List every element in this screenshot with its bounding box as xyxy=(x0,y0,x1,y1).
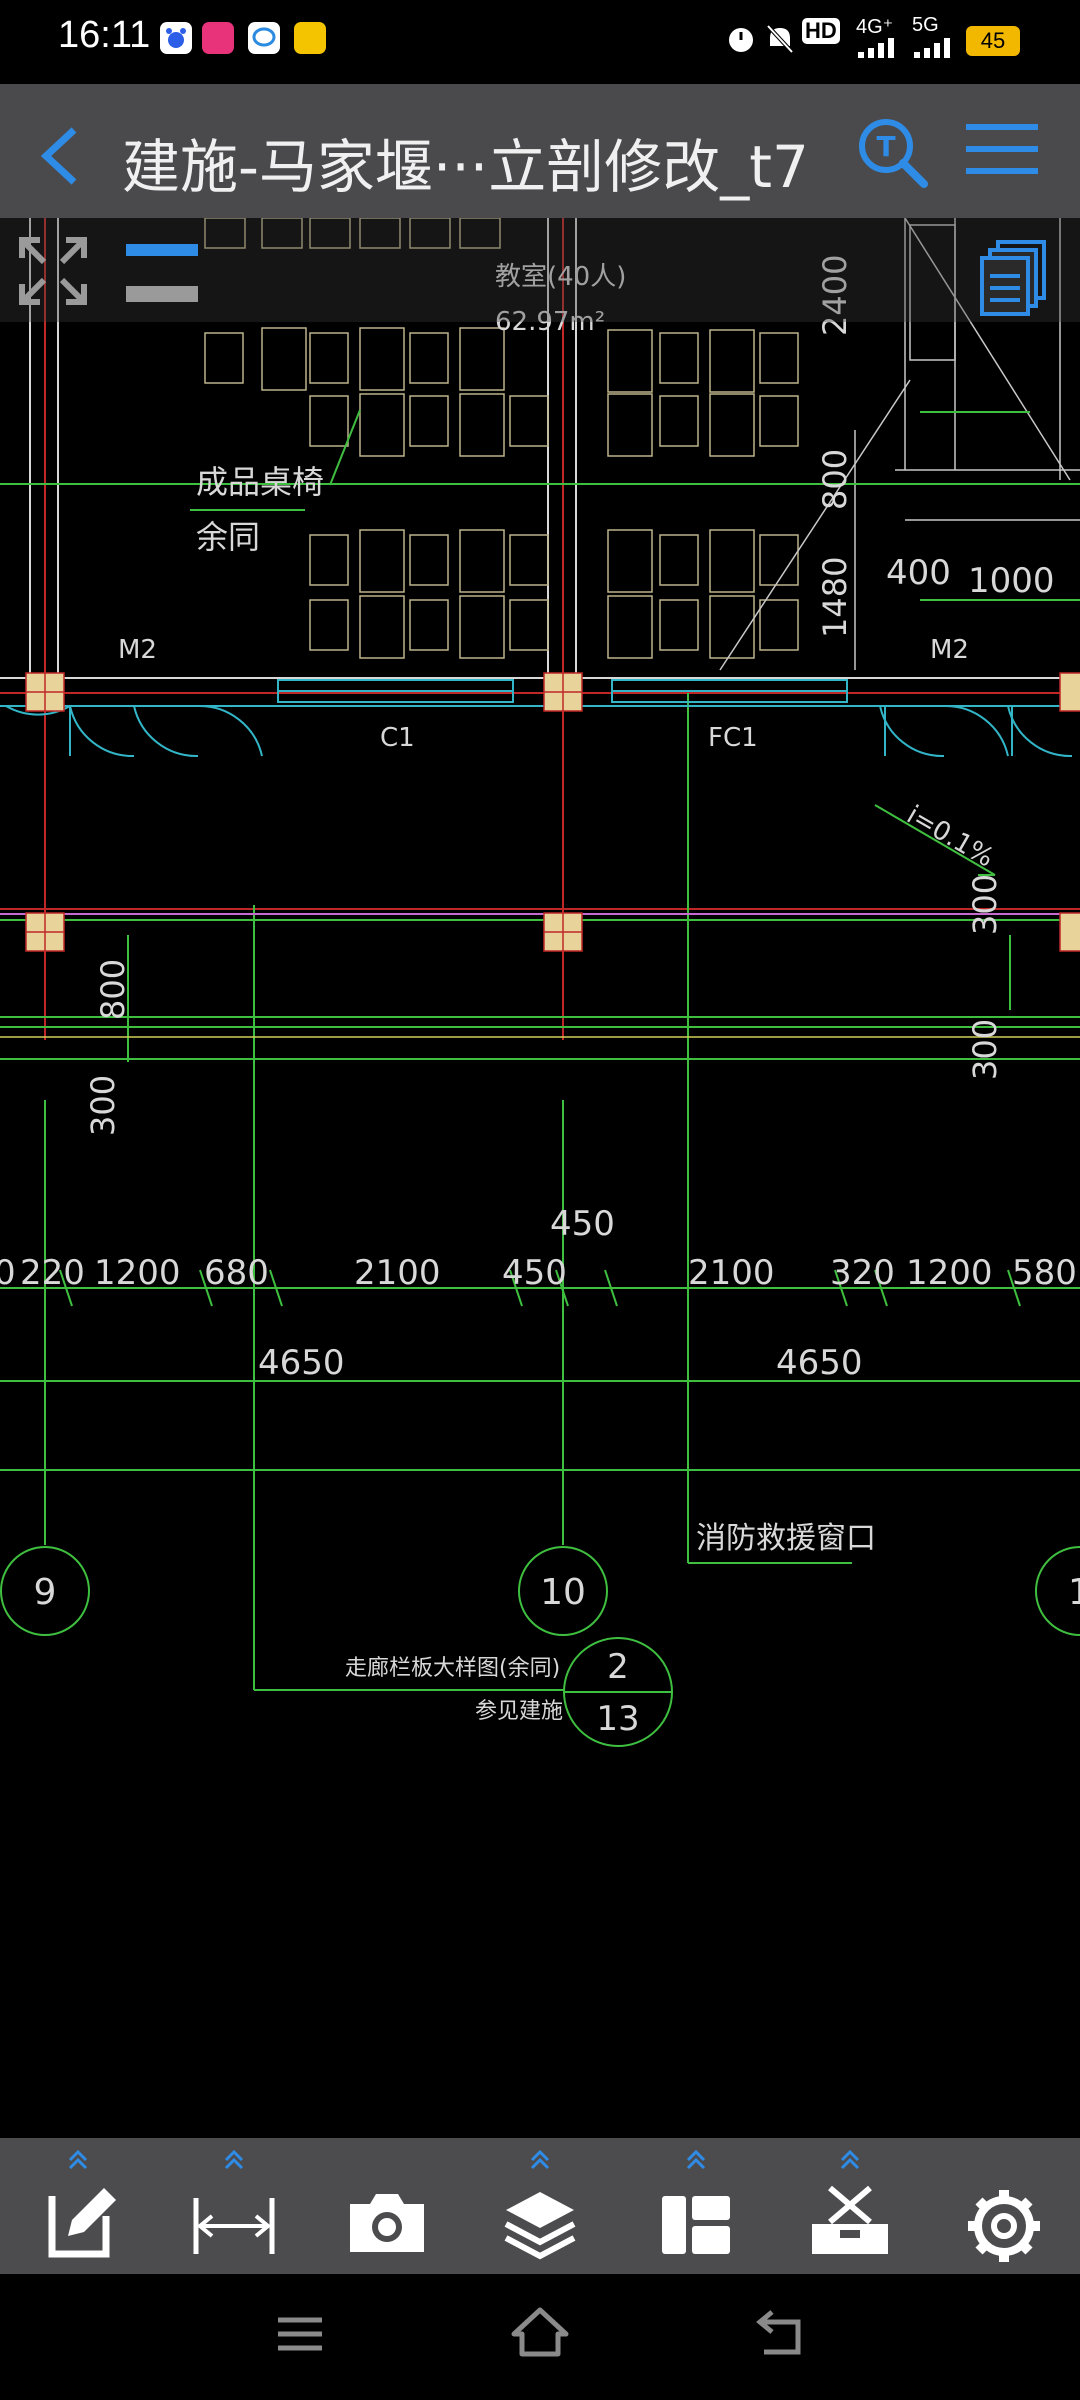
door-label-left: M2 xyxy=(118,635,157,665)
text-search-icon: T xyxy=(859,119,928,188)
edit-icon xyxy=(48,2149,116,2258)
line-style-gray[interactable] xyxy=(126,286,198,302)
dim-1000: 1000 xyxy=(968,561,1055,601)
dim-300-right-top: 300 xyxy=(966,874,1004,935)
window-label-fc1: FC1 xyxy=(708,723,758,753)
window-label-c1: C1 xyxy=(380,723,415,753)
hd-badge: HD xyxy=(802,18,840,44)
desk-note-1: 成品桌椅 xyxy=(196,463,324,501)
dim-4650-right: 4650 xyxy=(776,1343,863,1383)
detail-sheet: 13 xyxy=(596,1699,639,1739)
mute-bell-icon xyxy=(764,22,796,60)
title-bar: 建施-马家堰···立剖修改_t7 T xyxy=(0,84,1080,218)
axis-9: 9 xyxy=(34,1572,57,1613)
dim-row-9: 580 xyxy=(1012,1253,1077,1293)
edit-tool-button[interactable] xyxy=(28,2138,128,2274)
axis-11: 1 xyxy=(1068,1572,1080,1613)
dim-row-0: 0 xyxy=(0,1253,16,1293)
dim-2400: 2400 xyxy=(816,255,854,336)
document-title: 建施-马家堰···立剖修改_t7 xyxy=(122,133,809,201)
nav-back-button[interactable] xyxy=(750,2304,810,2364)
toolbox-icon xyxy=(812,2149,888,2254)
dim-row-7: 320 xyxy=(830,1253,895,1293)
nav-home-button[interactable] xyxy=(508,2302,572,2366)
axis-10: 10 xyxy=(540,1572,586,1613)
room-area: 62.97m² xyxy=(495,307,605,337)
network-5g: 5G xyxy=(912,14,939,36)
dim-row-4: 2100 xyxy=(354,1253,441,1293)
meituan-app-icon xyxy=(294,22,326,54)
news-app-icon xyxy=(202,22,234,54)
chat-app-icon xyxy=(248,22,280,54)
signal-icon-1 xyxy=(858,38,902,62)
door-label-right: M2 xyxy=(930,635,969,665)
dim-300-right-bottom: 300 xyxy=(966,1019,1004,1080)
detail-note-1: 走廊栏板大样图(余同) xyxy=(345,1656,560,1681)
status-bar: 16:11 HD 4G⁺ 5G 45 xyxy=(0,0,1080,84)
dim-row-8: 1200 xyxy=(906,1253,993,1293)
line-style-blue[interactable] xyxy=(126,244,198,256)
dim-300-left: 300 xyxy=(84,1075,122,1136)
room-name: 教室(40人) xyxy=(495,262,626,292)
dim-row-5: 450 xyxy=(502,1253,567,1293)
network-4g: 4G⁺ xyxy=(856,16,894,38)
signal-icon-2 xyxy=(914,38,958,62)
toolbox-tool-button[interactable] xyxy=(800,2138,900,2274)
measure-tool-button[interactable] xyxy=(184,2138,284,2274)
back-arrow-icon xyxy=(756,2310,801,2355)
chevron-left-icon xyxy=(40,127,77,185)
slope-label: i=0.1% xyxy=(902,800,999,874)
camera-icon xyxy=(350,2194,424,2252)
layers-panel-button[interactable] xyxy=(978,238,1048,316)
alarm-icon xyxy=(724,22,758,60)
dim-800-top: 800 xyxy=(816,449,854,510)
dim-400: 400 xyxy=(886,553,951,593)
svg-text:T: T xyxy=(876,130,895,163)
dim-1480: 1480 xyxy=(816,557,854,638)
back-button[interactable] xyxy=(30,120,90,190)
menu-button[interactable] xyxy=(962,114,1042,184)
expand-arrows-icon xyxy=(19,237,87,305)
dim-4650-left: 4650 xyxy=(258,1343,345,1383)
dim-row-2: 1200 xyxy=(94,1253,181,1293)
layers-tool-button[interactable] xyxy=(490,2138,590,2274)
battery-icon: 45 xyxy=(966,26,1020,56)
dim-800-left: 800 xyxy=(94,959,132,1020)
system-nav-bar xyxy=(0,2274,1080,2400)
document-stack-icon xyxy=(980,240,1046,316)
dim-450-top: 450 xyxy=(550,1204,615,1244)
rescue-window-label: 消防救援窗口 xyxy=(696,1521,876,1556)
hamburger-menu-icon xyxy=(966,124,1038,174)
layout-icon xyxy=(662,2149,730,2254)
cad-drawing-canvas[interactable]: 教室(40人) 62.97m² 成品桌椅 余同 M2 M2 C1 FC1 i=0… xyxy=(0,217,1080,2138)
baidu-app-icon xyxy=(160,22,192,54)
measure-icon xyxy=(193,2149,275,2254)
detail-note-2: 参见建施 xyxy=(475,1699,563,1724)
dim-row-1: 220 xyxy=(20,1253,85,1293)
text-search-button[interactable]: T xyxy=(852,112,932,192)
layout-tool-button[interactable] xyxy=(646,2138,746,2274)
home-icon xyxy=(511,2307,569,2357)
cad-drawing-svg: 教室(40人) 62.97m² 成品桌椅 余同 M2 M2 C1 FC1 i=0… xyxy=(0,217,1080,1747)
status-time: 16:11 xyxy=(58,14,151,56)
settings-gear-icon xyxy=(968,2190,1040,2262)
layers-icon xyxy=(504,2149,576,2260)
canvas-tool-overlay xyxy=(0,218,1080,322)
camera-tool-button[interactable] xyxy=(336,2138,436,2274)
detail-number: 2 xyxy=(607,1647,629,1687)
settings-tool-button[interactable] xyxy=(954,2138,1054,2274)
fit-screen-button[interactable] xyxy=(16,234,90,308)
desk-note-2: 余同 xyxy=(196,518,260,556)
dim-row-3: 680 xyxy=(204,1253,269,1293)
dim-row-6: 2100 xyxy=(688,1253,775,1293)
menu-lines-icon xyxy=(278,2317,322,2351)
nav-menu-button[interactable] xyxy=(270,2304,330,2364)
